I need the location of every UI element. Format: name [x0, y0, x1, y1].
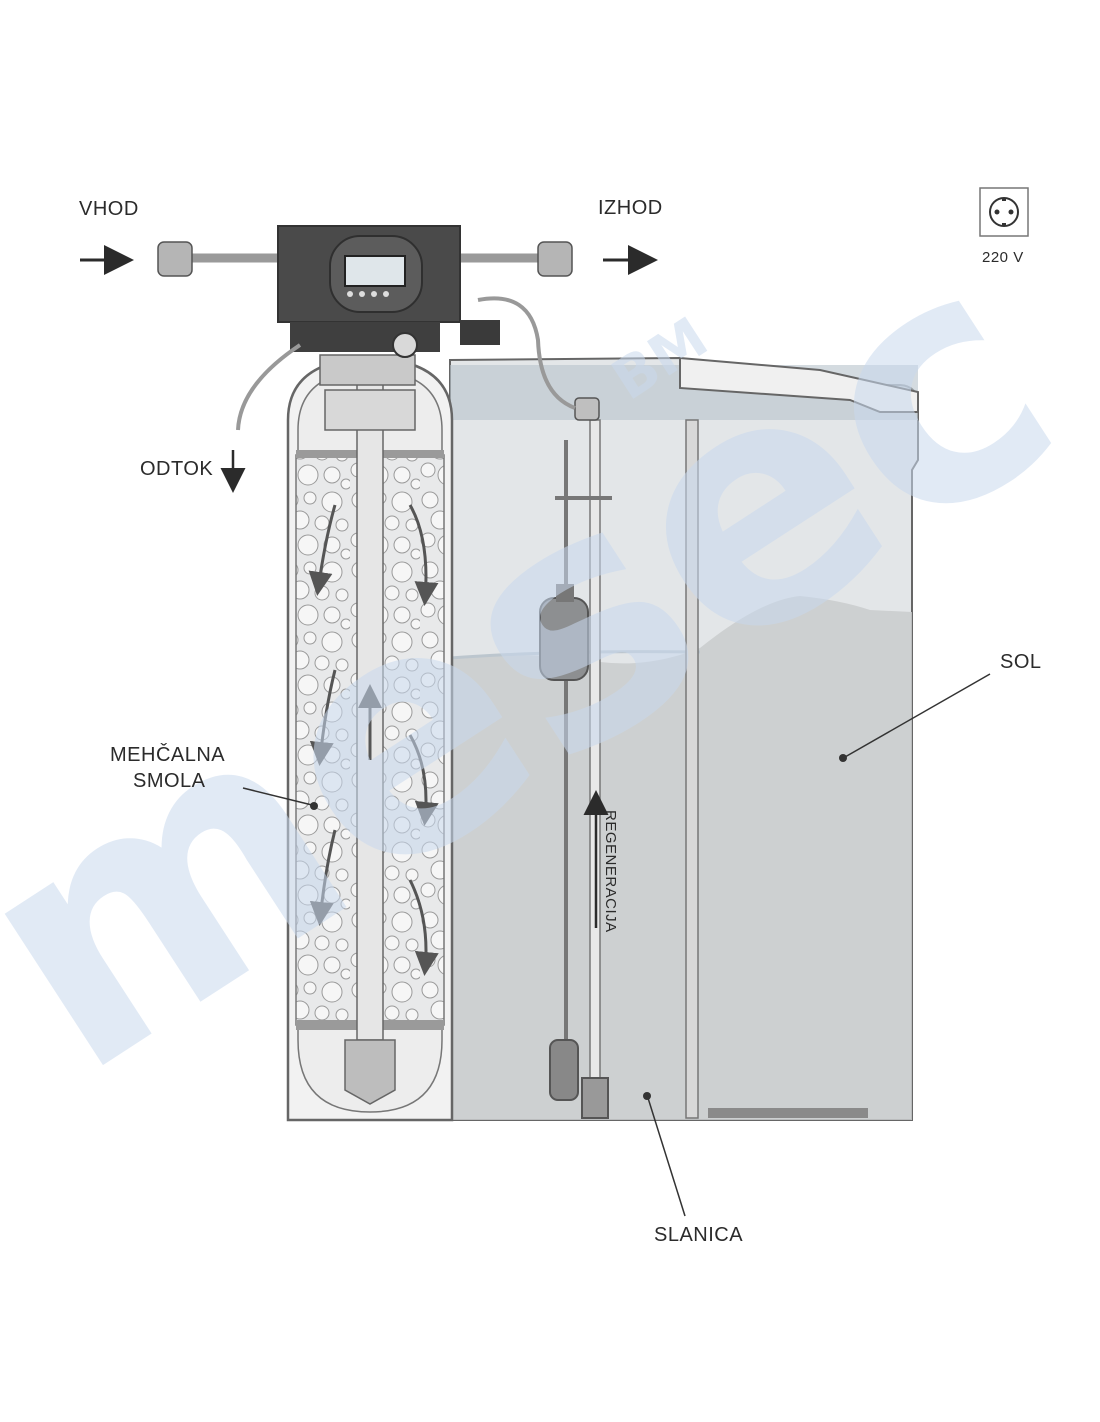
control-valve	[157, 225, 576, 431]
brine-well	[539, 397, 612, 1119]
power-socket-icon	[979, 187, 1029, 237]
salt-label: SOL	[1000, 651, 1042, 673]
regeneration-label: REGENERACIJA	[602, 810, 619, 933]
inlet-fitting	[157, 241, 193, 277]
power-label: 220 V	[982, 249, 1024, 266]
salt-leader-line	[844, 673, 991, 758]
tank-lid	[679, 356, 919, 413]
brine-leader-line	[647, 1097, 686, 1217]
inlet-label: VHOD	[79, 198, 139, 220]
resin-label-line1: MEHČALNA	[110, 743, 225, 766]
drain-label: ODTOK	[140, 458, 213, 480]
brine-pickup	[549, 1039, 579, 1101]
salt-grid	[708, 1108, 868, 1118]
resin-leader-line	[242, 787, 313, 806]
bottom-distributor	[344, 1039, 396, 1105]
control-display	[344, 255, 406, 287]
resin-label-line2: SMOLA	[133, 770, 206, 792]
brine-label: SLANICA	[654, 1224, 743, 1246]
drain-port	[460, 320, 500, 345]
top-distributor	[324, 389, 416, 431]
outlet-label: IZHOD	[598, 197, 663, 219]
outlet-fitting	[537, 241, 573, 277]
resin-tank	[286, 356, 454, 1122]
salt-divider	[685, 419, 699, 1119]
